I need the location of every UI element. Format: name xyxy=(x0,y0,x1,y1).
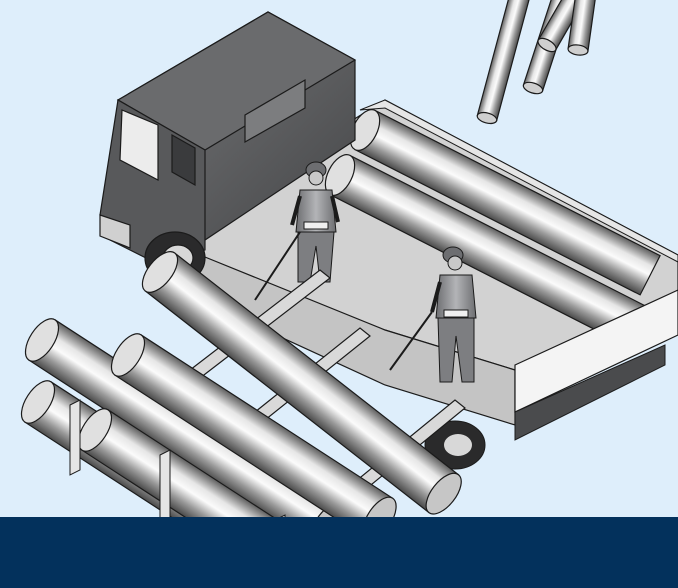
rolling-pipe xyxy=(141,251,462,515)
pipes-on-truck xyxy=(324,109,661,346)
worker-left xyxy=(290,161,340,283)
footer-band xyxy=(0,517,678,588)
truck-bed-back-wall xyxy=(359,99,678,263)
truck-cab xyxy=(99,11,357,285)
truck-chassis xyxy=(514,344,666,441)
truck-tailgate xyxy=(514,289,678,413)
side-window xyxy=(171,133,196,187)
windshield xyxy=(119,109,159,181)
falling-pipes xyxy=(476,0,598,125)
worker-right xyxy=(430,246,477,383)
